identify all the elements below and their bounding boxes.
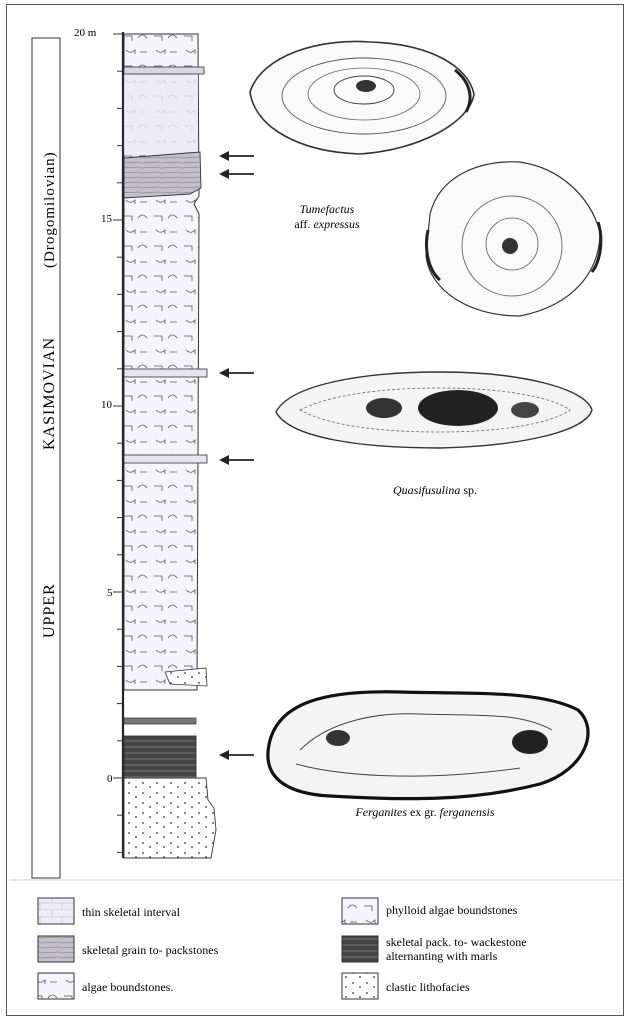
- thin-skeletal-bed-top: [124, 67, 204, 74]
- legend-label-phylloid: phylloid algae boundstones: [386, 903, 518, 917]
- quasifusulina-section: [276, 372, 592, 448]
- tumefactus-equatorial-section: [426, 162, 601, 316]
- thin-skeletal-bed-10m: [124, 369, 207, 377]
- thin-skeletal-bed-9m: [124, 455, 207, 463]
- scale-label-20m: 20 m: [74, 27, 97, 39]
- legend-item-grain-packstone: skeletal grain to- packstones: [38, 936, 219, 962]
- arrow-16-7m: [219, 151, 254, 161]
- arrow-10-8m: [219, 368, 254, 378]
- caption-quasifusulina: Quasifusulina sp.: [393, 483, 477, 497]
- legend-item-algae-boundstones: algae boundstones.: [38, 973, 173, 999]
- arrow-8-6m: [219, 455, 254, 465]
- legend-label-clastic: clastic lithofacies: [386, 980, 470, 994]
- legend-label-thin-skeletal: thin skeletal interval: [82, 905, 181, 919]
- legend-label-wackestone-line1: skeletal pack. to- wackestone: [386, 935, 527, 949]
- scale-label-0: 0: [107, 773, 113, 785]
- scale-minor-ticks: [113, 34, 123, 852]
- legend-label-algae-boundstones: algae boundstones.: [82, 980, 173, 994]
- arrow-16-3m: [219, 169, 254, 179]
- legend-item-phylloid: phylloid algae boundstones: [342, 898, 518, 924]
- lithologic-column: [124, 34, 216, 858]
- basal-clastic-interval: [124, 778, 216, 858]
- scale-label-10: 10: [101, 399, 113, 411]
- legend: thin skeletal interval skeletal grain to…: [10, 880, 622, 999]
- series-label: UPPER: [41, 583, 58, 638]
- caption-tumefactus-genus: Tumefactus: [300, 202, 355, 216]
- arrow-0-7m: [219, 750, 254, 760]
- level-arrows: [219, 151, 254, 760]
- legend-label-grain-packstone: skeletal grain to- packstones: [82, 943, 219, 957]
- scale-label-15: 15: [101, 213, 113, 225]
- legend-item-clastic: clastic lithofacies: [342, 973, 470, 999]
- grainstone-bed: [124, 152, 201, 198]
- scale-label-5: 5: [107, 587, 113, 599]
- tumefactus-axial-section: [250, 41, 474, 154]
- ferganites-section: [268, 692, 588, 799]
- stage-label: KASIMOVIAN: [41, 337, 58, 450]
- dark-packstone-interval: [124, 736, 196, 778]
- caption-tumefactus-species: aff. expressus: [294, 217, 360, 231]
- caption-ferganites: Ferganites ex gr. ferganensis: [354, 805, 494, 819]
- legend-item-thin-skeletal: thin skeletal interval: [38, 898, 181, 924]
- legend-item-skeletal-pack-wackestone: skeletal pack. to- wackestone alternanti…: [342, 935, 527, 963]
- substage-label: (Drogomilovian): [42, 151, 58, 268]
- legend-label-wackestone-line2: alternanting with marls: [386, 949, 498, 963]
